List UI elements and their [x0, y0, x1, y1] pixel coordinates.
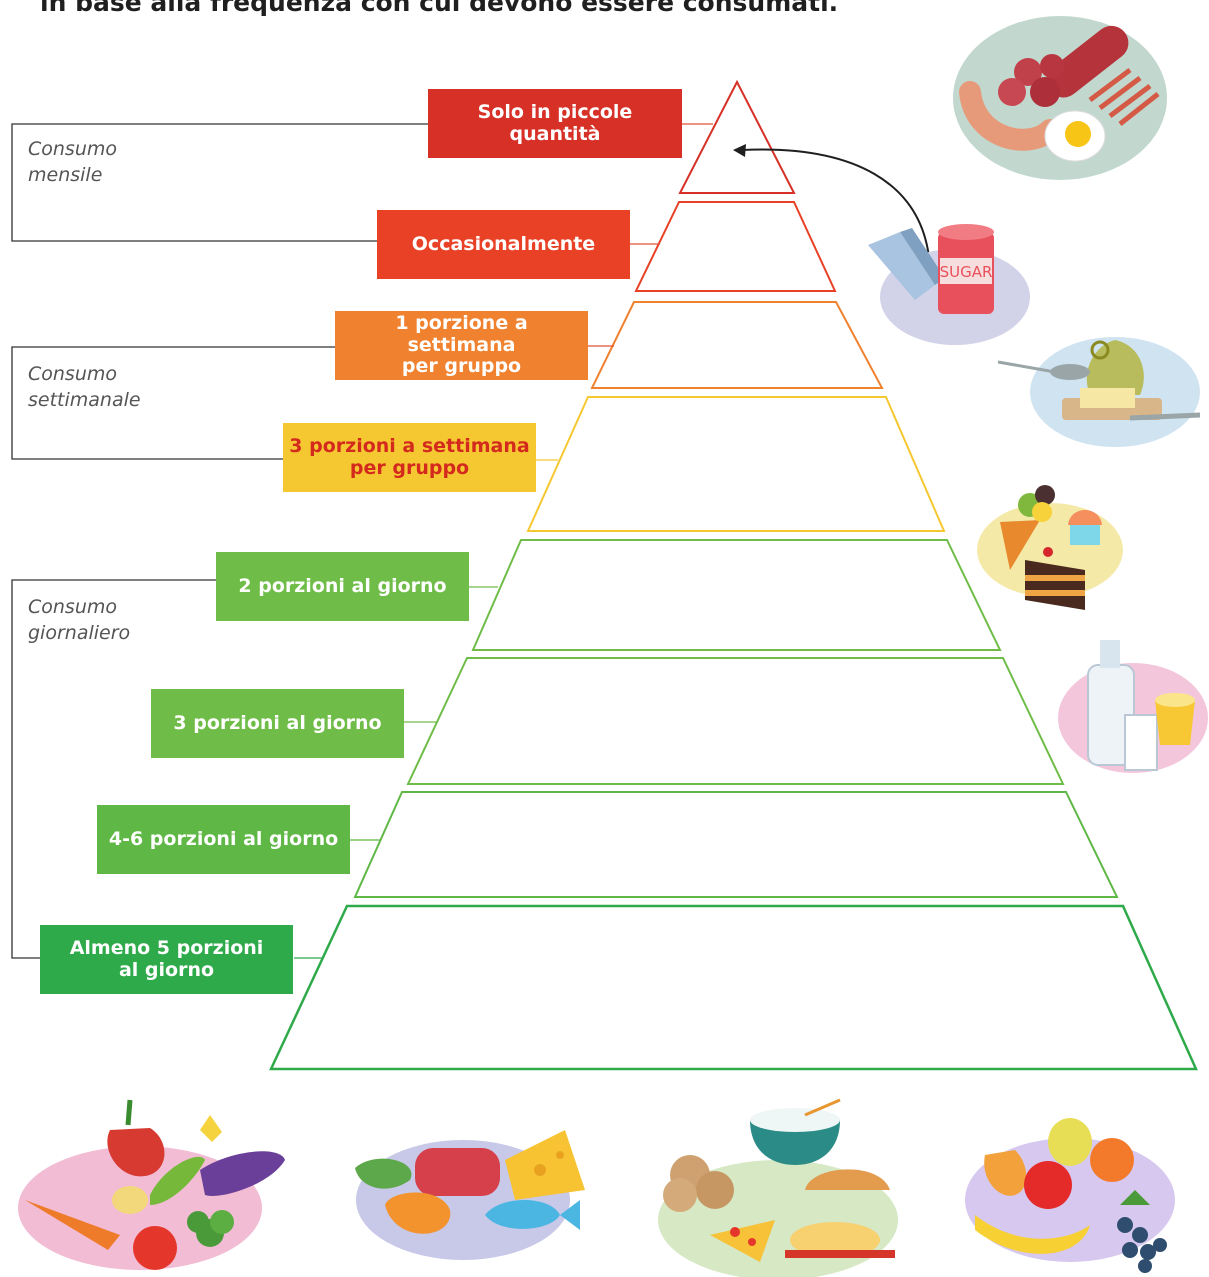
group-mensile: Consumo mensile: [28, 137, 117, 188]
pyramid-tier-7: [353, 791, 1119, 898]
level-3-line2: per gruppo: [401, 355, 522, 378]
cereali-plate: [658, 1098, 898, 1277]
level-2-line1: Occasionalmente: [411, 232, 596, 255]
frutta-plate: [965, 1118, 1175, 1273]
pyramid-tier-6: [406, 657, 1065, 785]
group-settimanale: Consumo settimanale: [28, 362, 141, 413]
group-mensile-line1: Consumo: [28, 138, 118, 160]
level-4-line1: 3 porzioni a settimana: [289, 434, 530, 457]
group-settimanale-line1: Consumo: [28, 363, 118, 385]
bracket-giornaliero: [11, 579, 217, 959]
intro-text: in base alla frequenza con cui devono es…: [40, 0, 839, 17]
latticini-plate: [1058, 640, 1208, 773]
salumi-uova-plate: [953, 16, 1167, 180]
level-4-line2: per gruppo: [349, 456, 470, 479]
group-brackets: [11, 123, 428, 959]
verdure-plate: [18, 1099, 285, 1270]
level-label-2: Occasionalmente: [377, 210, 630, 279]
dolci-plate: [977, 485, 1123, 610]
olio-burro-plate: [997, 337, 1201, 447]
level-1-line2: quantità: [509, 122, 601, 145]
level-label-5: 2 porzioni al giorno: [216, 552, 469, 621]
bracket-mensile: [11, 123, 428, 242]
proteine-plate: [355, 1130, 585, 1260]
group-giornaliero-line2: giornaliero: [28, 621, 131, 644]
group-settimanale-line2: settimanale: [28, 388, 141, 411]
level-label-7: 4-6 porzioni al giorno: [97, 805, 350, 874]
level-8-line2: al giorno: [118, 958, 215, 981]
level-label-6: 3 porzioni al giorno: [151, 689, 404, 758]
pyramid-tier-2: [634, 201, 837, 292]
pyramid-tier-1: [678, 79, 796, 194]
sale-zucchero-plate: SUGAR: [868, 224, 1030, 345]
bracket-settimanale: [11, 346, 336, 460]
group-giornaliero: Consumo giornaliero: [28, 595, 130, 646]
sugar-arrow: [741, 148, 931, 269]
label-connectors: [294, 123, 713, 959]
level-6-line1: 3 porzioni al giorno: [173, 711, 382, 734]
level-3-line1: 1 porzione a settimana: [395, 311, 528, 356]
pyramid-tier-4: [526, 396, 946, 532]
level-1-line1: Solo in piccole: [477, 100, 633, 123]
sugar-text: SUGAR: [940, 263, 993, 281]
pyramid-tier-3: [590, 301, 884, 389]
arrow-head-icon: [733, 144, 746, 157]
pyramid-tier-8: [269, 904, 1198, 1071]
pyramid-tier-5: [471, 539, 1002, 651]
level-8-line1: Almeno 5 porzioni: [69, 936, 264, 959]
group-mensile-line2: mensile: [28, 163, 103, 186]
level-5-line1: 2 porzioni al giorno: [238, 574, 447, 597]
group-giornaliero-line1: Consumo: [28, 596, 118, 618]
level-7-line1: 4-6 porzioni al giorno: [108, 827, 339, 850]
